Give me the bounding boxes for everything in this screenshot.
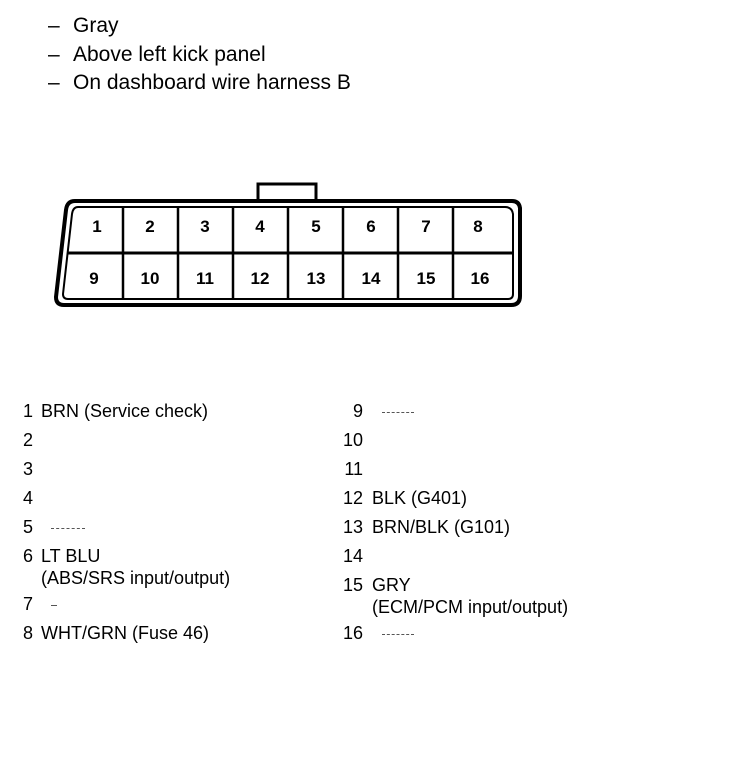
pin-number: 8 bbox=[22, 623, 33, 643]
pin-label-4: 4 bbox=[255, 217, 265, 236]
pin-row: 5 bbox=[18, 513, 338, 542]
note-text: Above left kick panel bbox=[73, 42, 266, 66]
pin-number: 4 bbox=[22, 488, 33, 508]
pin-number: 14 bbox=[342, 546, 363, 566]
pin-number: 12 bbox=[342, 488, 363, 508]
pin-label-12: 12 bbox=[251, 269, 270, 288]
pin-label-10: 10 bbox=[141, 269, 160, 288]
pin-description: BRN/BLK (G101) bbox=[372, 517, 511, 537]
pin-row: 7 bbox=[18, 590, 338, 619]
pin-row: 4 bbox=[18, 484, 338, 513]
pin-number: 6 bbox=[22, 546, 33, 566]
pin-number: 3 bbox=[22, 459, 33, 479]
connector-cavity-outline bbox=[61, 206, 514, 300]
pin-row: 1 BRN (Service check) bbox=[18, 397, 338, 426]
pin-label-16: 16 bbox=[471, 269, 490, 288]
pin-row: 9 bbox=[337, 397, 727, 426]
pin-row: 13 BRN/BLK (G101) bbox=[337, 513, 727, 542]
note-location: –Above left kick panel bbox=[48, 41, 351, 70]
pin-row: 3 bbox=[18, 455, 338, 484]
pin-row: 10 bbox=[337, 426, 727, 455]
pin-label-2: 2 bbox=[145, 217, 154, 236]
pin-number: 5 bbox=[22, 517, 33, 537]
pin-row: 14 bbox=[337, 542, 727, 571]
pin-number: 2 bbox=[22, 430, 33, 450]
pin-label-14: 14 bbox=[362, 269, 381, 288]
pin-description: BRN (Service check) bbox=[41, 401, 209, 421]
pin-row: 6 LT BLU(ABS/SRS input/output) bbox=[18, 542, 338, 590]
pin-row: 2 bbox=[18, 426, 338, 455]
note-dash: – bbox=[48, 71, 60, 94]
unused-pin-mark bbox=[382, 633, 414, 635]
pin-label-6: 6 bbox=[366, 217, 375, 236]
pin-description-detail: (ABS/SRS input/output) bbox=[41, 568, 231, 588]
pin-description-detail: (ECM/PCM input/output) bbox=[372, 597, 569, 617]
pin-number: 16 bbox=[342, 623, 363, 643]
pin-row: 11 bbox=[337, 455, 727, 484]
connector-notes: –Gray –Above left kick panel –On dashboa… bbox=[48, 12, 351, 98]
note-text: On dashboard wire harness B bbox=[73, 71, 351, 94]
pin-label-3: 3 bbox=[200, 217, 209, 236]
pin-row: 12 BLK (G401) bbox=[337, 484, 727, 513]
unused-pin-mark bbox=[51, 527, 85, 529]
note-dash: – bbox=[48, 14, 60, 37]
pin-label-5: 5 bbox=[311, 217, 320, 236]
pin-label-9: 9 bbox=[89, 269, 98, 288]
connector-diagram: 1 2 3 4 5 6 7 8 9 10 11 12 13 14 15 16 bbox=[53, 182, 522, 307]
pin-list-right: 9 10 11 12 BLK (G401) 13 BRN/BLK (G101) 14 15 GRY… bbox=[337, 397, 727, 648]
pin-row: 16 bbox=[337, 619, 727, 648]
note-dash: – bbox=[48, 42, 60, 66]
pin-label-11: 11 bbox=[196, 269, 214, 288]
pin-number: 1 bbox=[22, 401, 33, 421]
pin-row: 8 WHT/GRN (Fuse 46) bbox=[18, 619, 338, 648]
pin-list-left: 1 BRN (Service check) 2 3 4 5 6 LT BLU(ABS/SRS … bbox=[18, 397, 338, 648]
pin-number: 7 bbox=[22, 594, 33, 614]
note-text: Gray bbox=[73, 14, 119, 37]
pin-row: 15 GRY(ECM/PCM input/output) bbox=[337, 571, 727, 619]
unused-pin-mark bbox=[51, 604, 57, 606]
pin-labels: 1 2 3 4 5 6 7 8 9 10 11 12 13 14 15 16 bbox=[89, 217, 489, 288]
pin-description: LT BLU bbox=[41, 546, 101, 566]
pin-description: BLK (G401) bbox=[372, 488, 468, 508]
pin-description: GRY bbox=[372, 575, 411, 595]
unused-pin-mark bbox=[382, 411, 414, 413]
pin-number: 10 bbox=[342, 430, 363, 450]
pin-number: 15 bbox=[342, 575, 363, 595]
pin-label-8: 8 bbox=[473, 217, 482, 236]
pin-description: WHT/GRN (Fuse 46) bbox=[41, 623, 210, 643]
note-harness: –On dashboard wire harness B bbox=[48, 69, 351, 98]
pin-number: 9 bbox=[352, 401, 363, 421]
pin-label-13: 13 bbox=[307, 269, 326, 288]
pin-label-15: 15 bbox=[417, 269, 436, 288]
note-color: –Gray bbox=[48, 12, 351, 41]
pin-number: 11 bbox=[344, 459, 363, 479]
pin-number: 13 bbox=[342, 517, 363, 537]
pin-label-7: 7 bbox=[421, 217, 430, 236]
pin-dividers bbox=[121, 208, 455, 298]
pin-label-1: 1 bbox=[92, 217, 101, 236]
